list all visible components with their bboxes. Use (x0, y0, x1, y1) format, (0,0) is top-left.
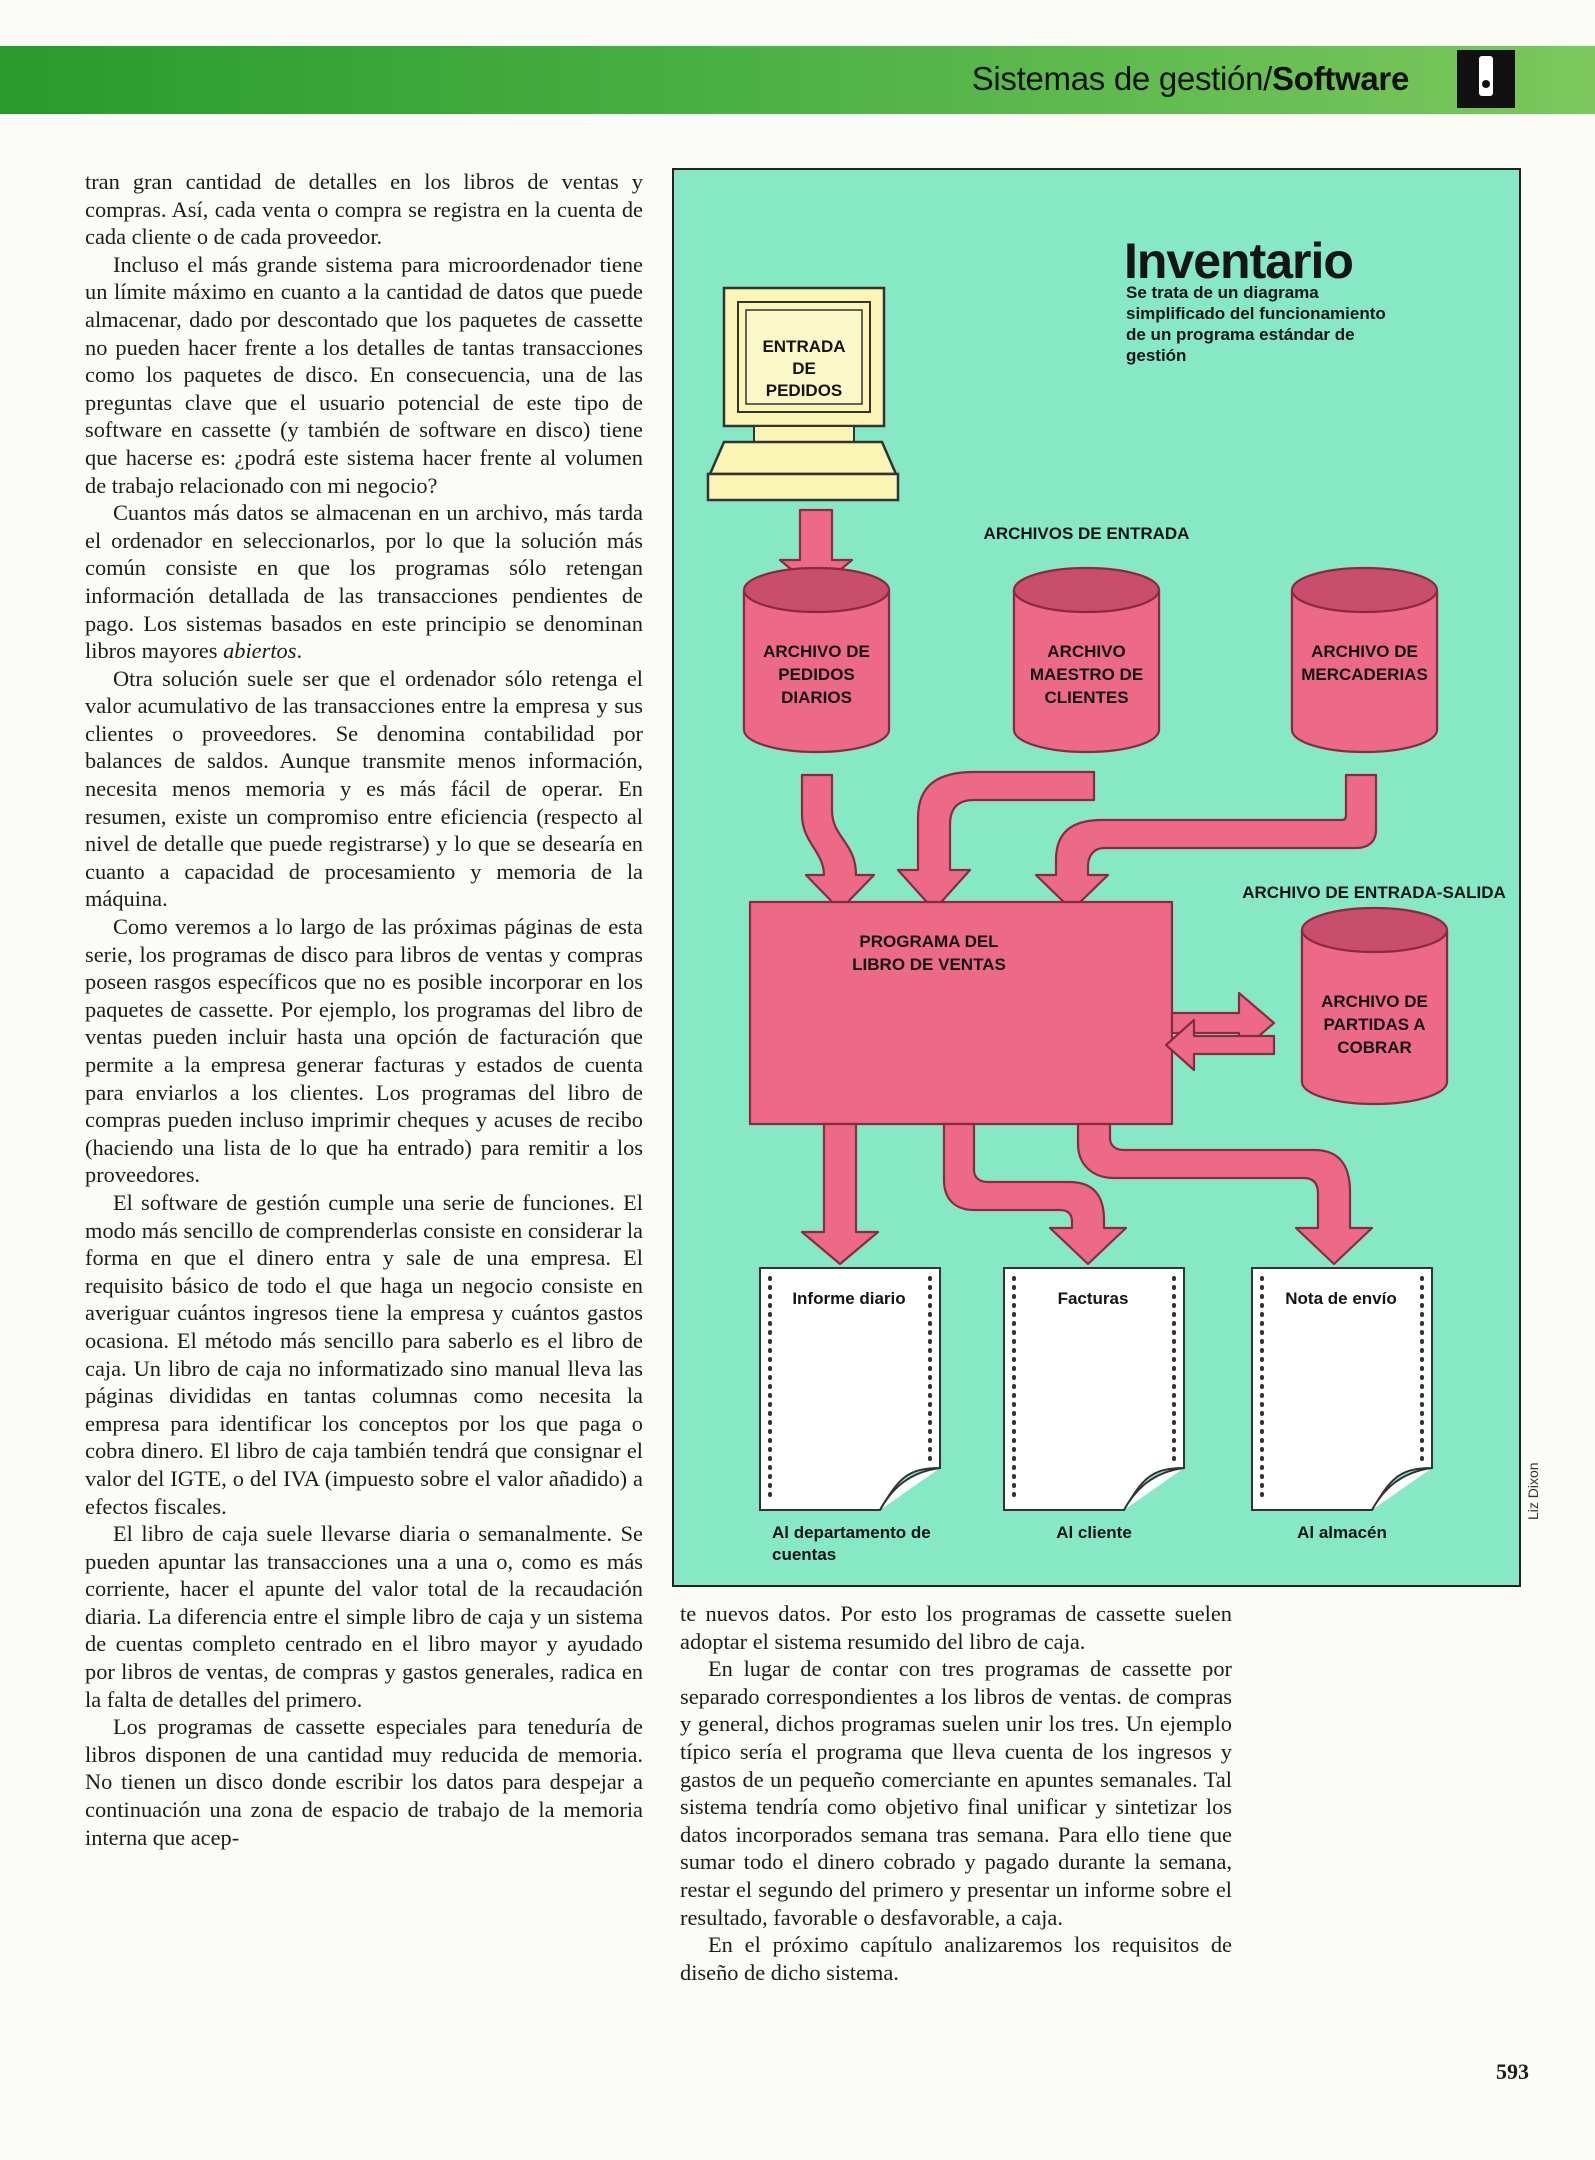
label-mercaderias: ARCHIVO DE MERCADERIAS (1301, 642, 1428, 684)
terminal-label: ENTRADA DE PEDIDOS (762, 337, 846, 400)
paragraph: El libro de caja suele llevarse diaria o… (85, 1521, 643, 1712)
arrow-to-facturas (942, 1122, 1128, 1266)
right-text-column: te nuevos datos. Por esto los programas … (680, 1600, 1232, 1986)
arrow-pedidos-to-program (800, 773, 876, 912)
dest-cliente: Al cliente (1056, 1523, 1132, 1542)
arrow-to-nota (1076, 1122, 1374, 1266)
paragraph: En el próximo capítulo analizaremos los … (680, 1932, 1232, 1985)
dest-almacen: Al almacén (1297, 1523, 1387, 1542)
program-label: PROGRAMA DEL LIBRO DE VENTAS (852, 932, 1006, 974)
paragraph: Como veremos a lo largo de las próximas … (85, 914, 643, 1188)
label-partidas: ARCHIVO DE PARTIDAS A COBRAR (1321, 992, 1428, 1057)
left-text-column: tran gran cantidad de detalles en los li… (85, 168, 643, 1851)
paragraph: te nuevos datos. Por esto los programas … (680, 1601, 1232, 1654)
doc-nota (1251, 1267, 1433, 1511)
doc-informe (759, 1267, 941, 1511)
cylinder-partidas (1300, 906, 1449, 1106)
arrow-clientes-to-program (896, 770, 1096, 912)
paragraph: Cuantos más datos se almacenan en un arc… (85, 500, 643, 664)
dest-cuentas: Al departamento de cuentas (772, 1523, 931, 1564)
paragraph: En lugar de contar con tres programas de… (680, 1656, 1232, 1930)
doc-facturas (1003, 1267, 1185, 1511)
diagram-title: Inventario (1124, 233, 1354, 289)
doc-nota-label: Nota de envío (1285, 1289, 1397, 1308)
io-heading: ARCHIVO DE ENTRADA-SALIDA (1242, 883, 1506, 902)
label-pedidos: ARCHIVO DE PEDIDOS DIARIOS (763, 642, 870, 707)
inventory-diagram: .pk { fill: #ec6a87; stroke: #8a2a40; st… (672, 168, 1521, 1587)
paragraph: Incluso el más grande sistema para micro… (85, 251, 643, 498)
paragraph: tran gran cantidad de detalles en los li… (85, 169, 643, 250)
paragraph: Otra solución suele ser que el ordenador… (85, 665, 643, 912)
section-header: Sistemas de gestión/Software (971, 60, 1410, 97)
input-files-heading: ARCHIVOS DE ENTRADA (983, 524, 1190, 543)
doc-informe-label: Informe diario (792, 1289, 906, 1308)
diagram-shapes: .pk { fill: #ec6a87; stroke: #8a2a40; st… (706, 286, 1449, 1511)
diagram-subtitle: Se trata de un diagrama simplificado del… (1126, 283, 1386, 365)
doc-facturas-label: Facturas (1057, 1289, 1129, 1308)
floppy-disk-icon (1457, 50, 1515, 108)
page-number: 593 (1496, 2059, 1529, 2084)
cylinder-pedidos (742, 566, 891, 754)
terminal-icon (706, 286, 900, 502)
paragraph: El software de gestión cumple una serie … (85, 1189, 643, 1519)
label-clientes: ARCHIVO MAESTRO DE CLIENTES (1029, 642, 1144, 707)
illustration-credit: Liz Dixon (1525, 1462, 1541, 1520)
paragraph: Los programas de cassette especiales par… (85, 1714, 643, 1850)
header-band (0, 46, 1595, 114)
cylinder-clientes (1012, 566, 1161, 754)
program-box (748, 900, 1174, 1126)
cylinder-mercaderias (1290, 566, 1439, 754)
arrow-to-informe (800, 1122, 880, 1266)
